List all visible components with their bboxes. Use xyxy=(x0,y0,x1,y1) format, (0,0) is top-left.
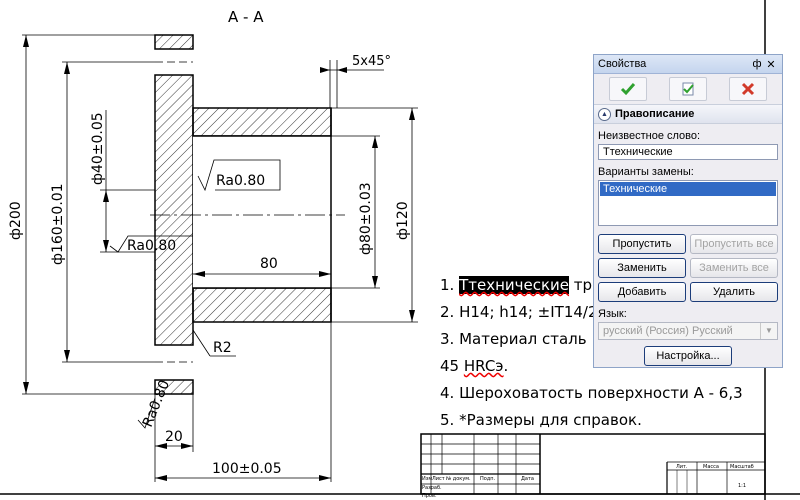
panel-titlebar[interactable]: Свойства ф ✕ xyxy=(594,55,782,74)
note-1: 1. Ттехнические тр xyxy=(440,276,593,294)
delete-button[interactable]: Удалить xyxy=(690,282,778,302)
panel-toolbar xyxy=(594,74,782,104)
d120-label: ф120 xyxy=(395,201,411,240)
note-5: 5. *Размеры для справок. xyxy=(440,411,642,429)
tb-masshtab: Масштаб xyxy=(730,464,754,470)
dimension-lines xyxy=(22,34,418,482)
apply-keep-button[interactable] xyxy=(669,77,707,101)
tb-data: Дата xyxy=(521,476,534,482)
collapse-chevron-icon[interactable]: ▲ xyxy=(598,107,611,121)
replace-button[interactable]: Заменить xyxy=(598,258,686,278)
tb-lit: Лит. xyxy=(676,464,688,470)
title-block xyxy=(420,433,766,495)
language-select[interactable]: русский (Россия) Русский ▼ xyxy=(598,322,778,340)
ra-mid-label: Ra0.80 xyxy=(127,238,176,254)
len20-label: 20 xyxy=(165,429,183,445)
d200-label: ф200 xyxy=(8,201,24,240)
properties-panel: Свойства ф ✕ ▲ Правописание Неизвестное … xyxy=(593,54,783,368)
d80-label: ф80±0.03 xyxy=(358,182,374,255)
r2-label: R2 xyxy=(213,340,232,356)
apply-button[interactable] xyxy=(609,77,647,101)
ra-top-label: Ra0.80 xyxy=(216,173,265,189)
misspelled-word[interactable]: Ттехнические xyxy=(459,276,570,294)
cancel-button[interactable] xyxy=(729,77,767,101)
hrc-word[interactable]: HRCэ xyxy=(463,357,504,375)
list-item[interactable]: Технические xyxy=(600,182,776,196)
tb-list: Лист xyxy=(432,476,445,482)
technical-notes[interactable]: 1. Ттехнические тр 2. H14; h14; ±IT14/2 … xyxy=(440,272,743,434)
tb-razrab: Разраб. xyxy=(422,485,442,491)
ra-bottom-label: Ra0.80 xyxy=(140,378,173,430)
section-title: А - А xyxy=(228,8,264,26)
tb-ndoc: № докум. xyxy=(446,476,471,482)
close-icon[interactable]: ✕ xyxy=(766,58,776,71)
tb-scale: 1:1 xyxy=(738,483,746,489)
settings-button[interactable]: Настройка... xyxy=(644,346,732,366)
chevron-down-icon[interactable]: ▼ xyxy=(760,323,777,339)
part-section xyxy=(150,34,345,395)
language-label: Язык: xyxy=(598,308,627,320)
variants-label: Варианты замены: xyxy=(598,166,694,178)
pin-icon[interactable]: ф xyxy=(752,58,762,70)
tb-prov: Пров. xyxy=(422,493,437,499)
arrowheads xyxy=(23,35,415,481)
language-value: русский (Россия) Русский xyxy=(603,325,733,337)
tb-izm: Изм xyxy=(422,476,432,482)
note-4: 4. Шероховатость поверхности А - 6,3 xyxy=(440,384,743,402)
panel-title: Свойства xyxy=(598,58,647,70)
spelling-buttons: Пропустить Пропустить все Заменить Замен… xyxy=(598,234,778,302)
d40-label: ф40±0.05 xyxy=(90,112,106,185)
unknown-word-field[interactable]: Ттехнические xyxy=(598,144,778,160)
checkmark-icon xyxy=(620,83,636,96)
spelling-section-header[interactable]: ▲ Правописание xyxy=(594,104,782,124)
replace-all-button[interactable]: Заменить все xyxy=(690,258,778,278)
tb-massa: Масса xyxy=(703,464,719,470)
cross-icon xyxy=(741,82,755,96)
note-2: 2. H14; h14; ±IT14/2 xyxy=(440,303,598,321)
add-button[interactable]: Добавить xyxy=(598,282,686,302)
d160-label: ф160±0.01 xyxy=(50,183,66,265)
skip-button[interactable]: Пропустить xyxy=(598,234,686,254)
chamfer-label: 5х45° xyxy=(352,54,391,69)
spelling-section-title: Правописание xyxy=(615,108,695,120)
note-3b: 45 HRCэ. xyxy=(440,357,509,375)
len80-label: 80 xyxy=(260,256,278,272)
unknown-word-label: Неизвестное слово: xyxy=(598,130,701,142)
len100-label: 100±0.05 xyxy=(212,461,282,477)
note-3: 3. Материал сталь xyxy=(440,330,587,348)
skip-all-button[interactable]: Пропустить все xyxy=(690,234,778,254)
variants-list[interactable]: Технические xyxy=(598,180,778,226)
tb-podp: Подп. xyxy=(480,476,496,482)
document-check-icon xyxy=(682,82,694,96)
